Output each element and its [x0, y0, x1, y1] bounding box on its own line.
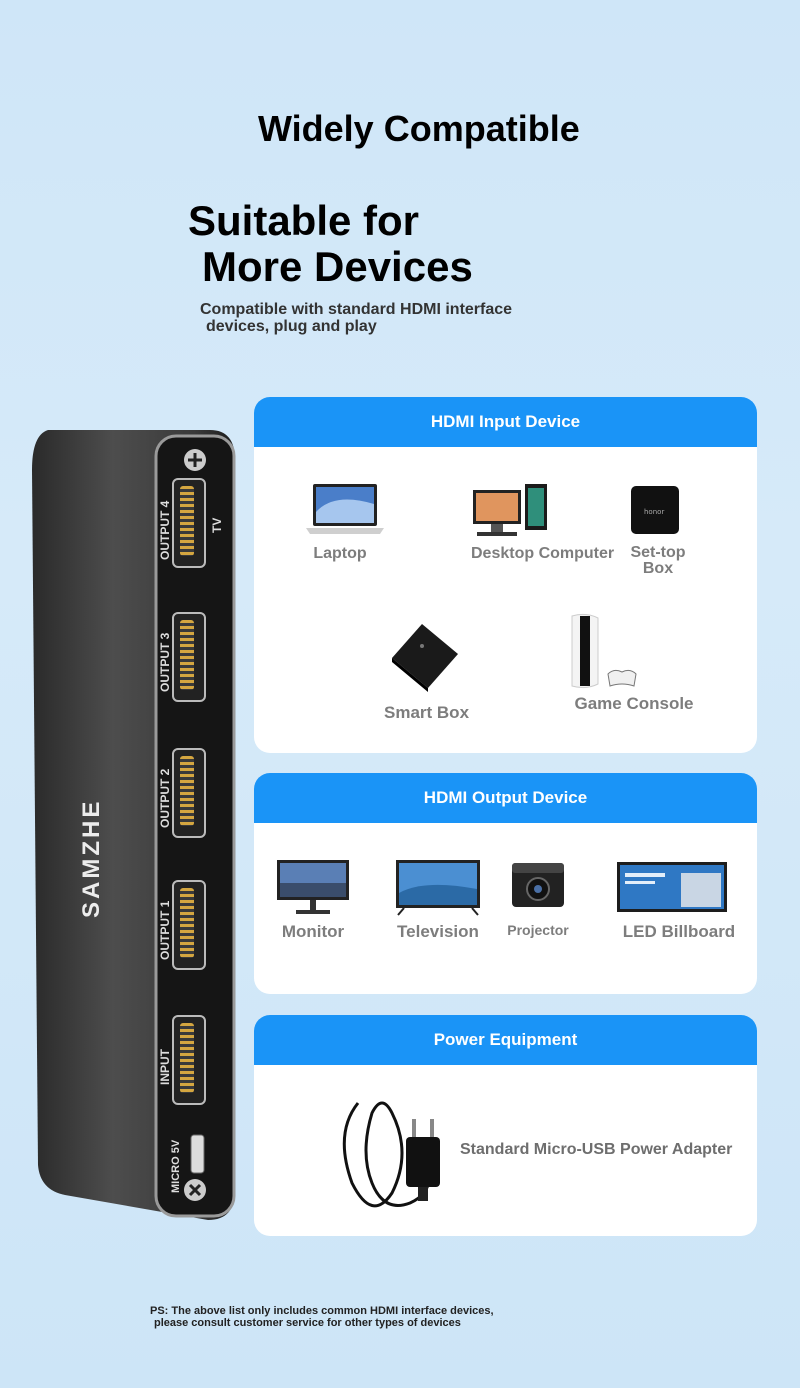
- hdmi-splitter-device: OUTPUT 4 OUTPUT 3 OUTPUT 2 OUTPUT 1 INPU…: [30, 430, 240, 1220]
- power-adapter-item: Standard Micro-USB Power Adapter: [460, 1141, 732, 1159]
- footnote: PS: The above list only includes common …: [150, 1305, 494, 1329]
- headline-line-2: More Devices: [202, 243, 473, 290]
- projector-item: Projector: [500, 859, 576, 938]
- output-card-title: HDMI Output Device: [254, 773, 757, 823]
- port-label-input: INPUT: [158, 1049, 172, 1085]
- output-device-card: HDMI Output Device Monitor Television Pr…: [254, 773, 757, 994]
- game-console-item: Game Console: [564, 612, 704, 714]
- desktop-computer-label: Desktop Computer: [471, 545, 615, 562]
- power-port-label: MICRO 5V: [170, 1139, 182, 1193]
- brand-logo: SAMZHE: [78, 798, 105, 918]
- set-top-box-item: honor Set-top Box: [625, 482, 686, 577]
- port-label-output-1: OUTPUT 1: [158, 900, 172, 960]
- input-port[interactable]: [172, 1015, 206, 1105]
- power-adapter-icon: [342, 1101, 440, 1208]
- smart-box-item: Smart Box: [384, 622, 470, 723]
- headline: Suitable for More Devices: [188, 198, 473, 290]
- laptop-icon: [306, 484, 384, 534]
- monitor-icon: [277, 860, 349, 914]
- input-card-title: HDMI Input Device: [254, 397, 757, 447]
- output-1-port[interactable]: [172, 880, 206, 970]
- smart-box-icon: [392, 624, 458, 692]
- set-top-box-label: Set-top Box: [630, 544, 686, 577]
- laptop-item: Laptop: [304, 482, 384, 563]
- laptop-label: Laptop: [313, 545, 367, 562]
- desktop-computer-item: Desktop Computer: [471, 482, 615, 563]
- set-top-box-icon: honor: [631, 486, 679, 534]
- input-device-card: HDMI Input Device Laptop Desktop Compute…: [254, 397, 757, 753]
- game-console-label: Game Console: [574, 694, 694, 713]
- projector-icon: [512, 863, 564, 907]
- output-3-port[interactable]: [172, 612, 206, 702]
- television-icon: [396, 860, 480, 916]
- port-label-output-3: OUTPUT 3: [158, 632, 172, 692]
- subheadline-line-1: Compatible with standard HDMI interface: [200, 301, 513, 318]
- power-equipment-card: Power Equipment Standard Micro-USB Power…: [254, 1015, 757, 1236]
- led-billboard-label: LED Billboard: [622, 922, 736, 941]
- desktop-computer-icon: [473, 484, 547, 536]
- television-item: Television: [384, 859, 492, 942]
- splitter-body-icon: [32, 430, 236, 1220]
- port-label-output-2: OUTPUT 2: [158, 768, 172, 828]
- port-label-output-4: OUTPUT 4: [158, 500, 172, 560]
- led-billboard-item: LED Billboard: [609, 859, 749, 942]
- subheadline-line-2: devices, plug and play: [206, 318, 377, 335]
- output-4-port[interactable]: [172, 478, 206, 568]
- monitor-label: Monitor: [281, 922, 345, 941]
- power-card-title: Power Equipment: [254, 1015, 757, 1065]
- television-label: Television: [397, 922, 479, 941]
- footnote-line-1: PS: The above list only includes common …: [150, 1305, 494, 1317]
- smart-box-label: Smart Box: [384, 703, 470, 722]
- power-adapter-label: Standard Micro-USB Power Adapter: [460, 1141, 733, 1158]
- tv-label: TV: [210, 517, 224, 533]
- svg-text:honor: honor: [644, 508, 664, 516]
- subheadline: Compatible with standard HDMI interface …: [200, 301, 512, 335]
- page-title: Widely Compatible: [258, 108, 580, 149]
- monitor-item: Monitor: [272, 859, 354, 942]
- game-console-icon: [571, 613, 637, 689]
- projector-label: Projector: [507, 922, 569, 938]
- output-2-port[interactable]: [172, 748, 206, 838]
- footnote-line-2: please consult customer service for othe…: [154, 1317, 461, 1329]
- headline-line-1: Suitable for: [188, 197, 420, 244]
- led-billboard-icon: [617, 862, 727, 912]
